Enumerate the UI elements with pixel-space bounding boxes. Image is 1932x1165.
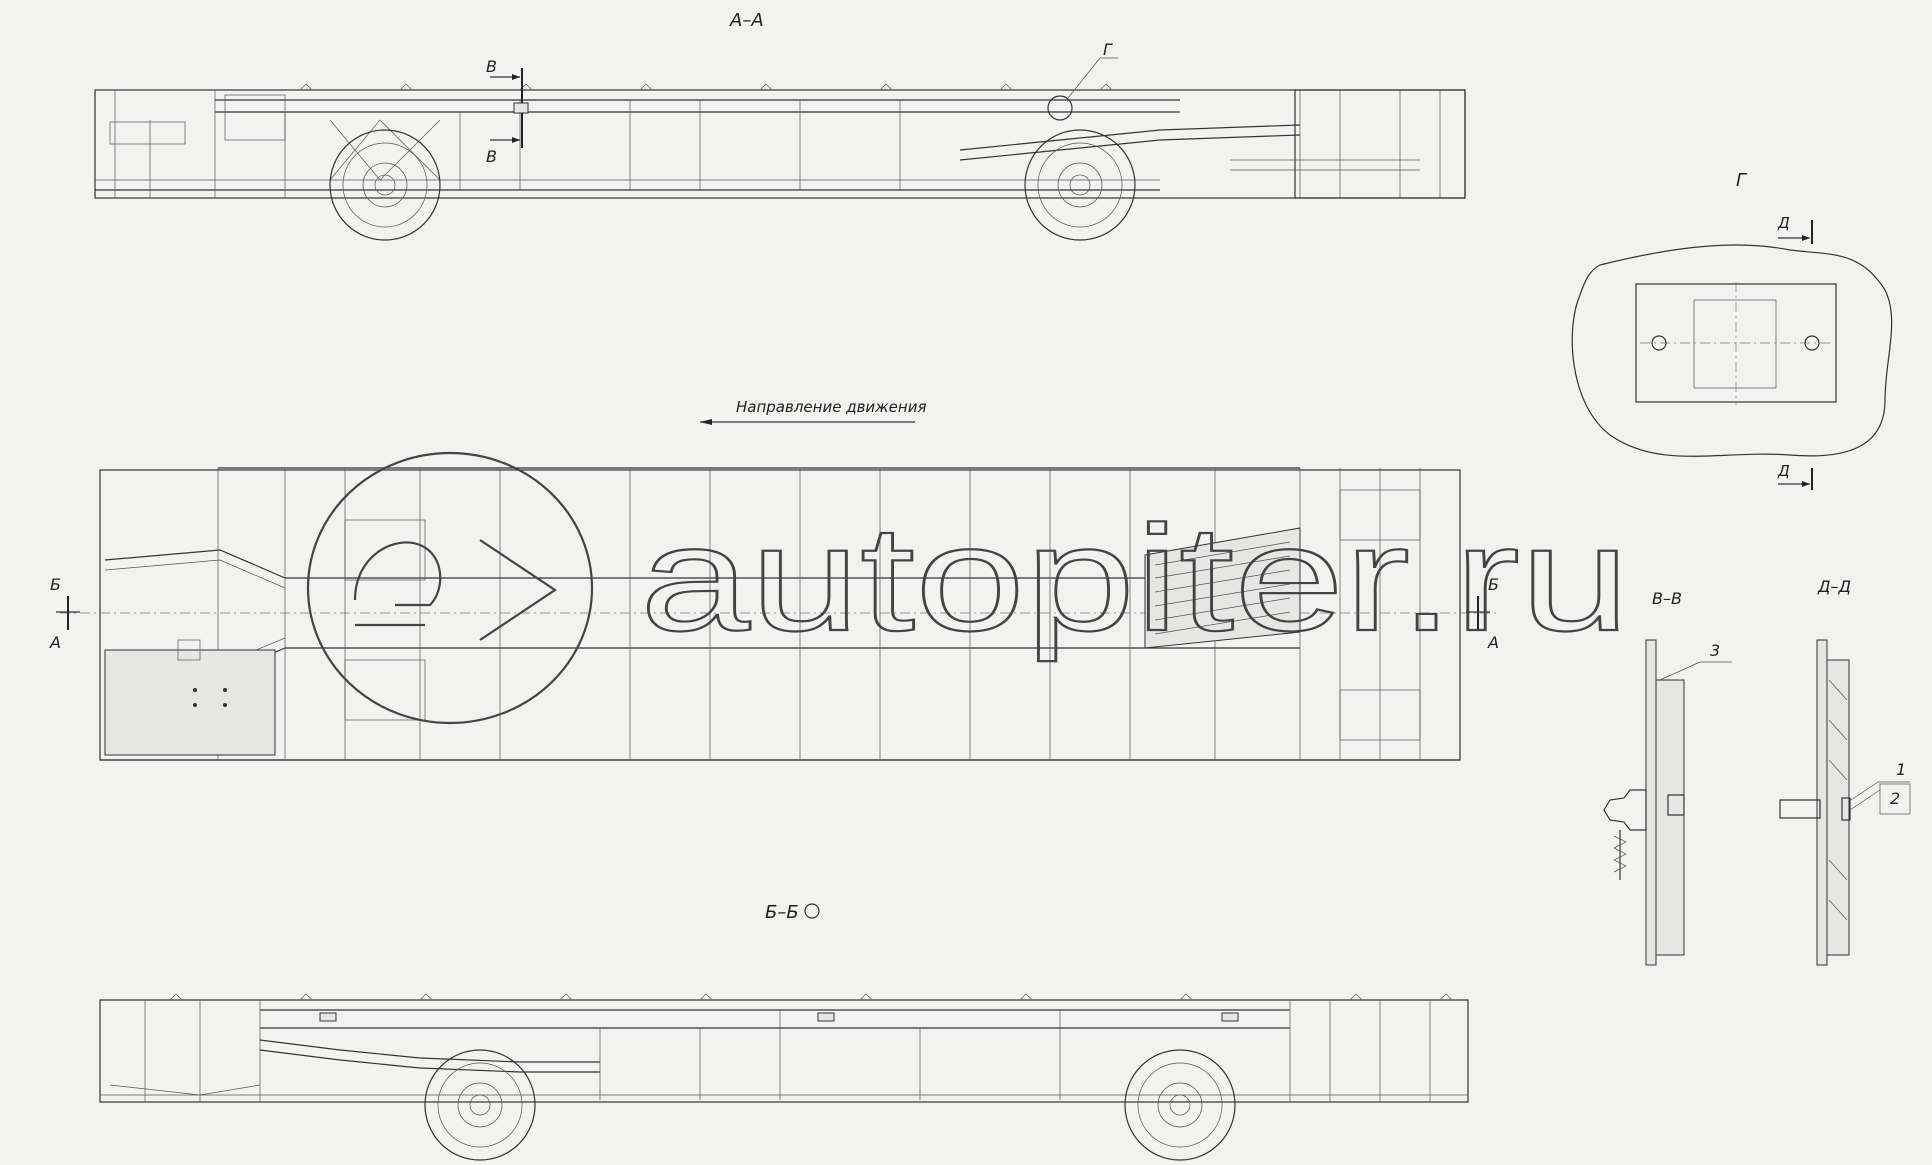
plan-view: Б А Б А [49, 467, 1500, 761]
callout-2: 2 [1890, 789, 1900, 808]
marker-v-top: В [486, 57, 497, 76]
marker-a-right: А [1487, 633, 1499, 652]
frame-outline [94, 89, 1466, 199]
view-g-title: Г [1736, 170, 1748, 191]
marker-g: Г [1103, 40, 1113, 59]
section-vv-title: В–В [1652, 589, 1682, 608]
watermark: autopiter.ru [306, 451, 1631, 725]
watermark-text: autopiter.ru [640, 494, 1630, 662]
rear-wheel [1024, 129, 1136, 241]
marker-d-bottom: Д [1777, 462, 1790, 480]
bolt-icon [1779, 799, 1821, 819]
direction-indicator: Направление движения [700, 398, 926, 425]
bolt-icon [1651, 335, 1667, 351]
callout-3: 3 [1710, 641, 1720, 660]
marker-b-right: Б [1488, 575, 1499, 594]
section-vv-view: В–В 3 [1603, 589, 1732, 966]
frame-outline-bottom [99, 999, 1469, 1103]
watermark-logo-a [353, 541, 442, 627]
watermark-logo-chevron [479, 539, 557, 641]
hatched-plate [1144, 527, 1301, 649]
floor-plate [104, 649, 276, 756]
section-bb-title: Б–Б [765, 902, 799, 923]
watermark-logo-ring [306, 451, 594, 725]
marker-d-top: Д [1777, 214, 1790, 232]
rear-wheel-bottom [1124, 1049, 1236, 1161]
section-bb-view: Б–Б [99, 902, 1469, 1161]
view-g-detail: Г Д Д [1571, 170, 1893, 490]
arrow-left-icon [700, 419, 712, 425]
marker-v-bottom: В [486, 147, 497, 166]
section-aa-title: А–А [729, 10, 764, 31]
section-dd-title: Д–Д [1817, 577, 1851, 596]
marker-b-left: Б [50, 575, 61, 594]
direction-label: Направление движения [736, 398, 926, 416]
section-dd-view: Д–Д 1 2 [1779, 577, 1911, 966]
bolt-icon [1804, 335, 1820, 351]
detail-outline [1571, 244, 1893, 457]
front-wheel [329, 129, 441, 241]
section-aa-view: А–А [94, 10, 1466, 241]
front-wheel-bottom [424, 1049, 536, 1161]
marker-a-left: А [49, 633, 61, 652]
rotation-icon [804, 903, 820, 919]
callout-1: 1 [1896, 760, 1906, 779]
